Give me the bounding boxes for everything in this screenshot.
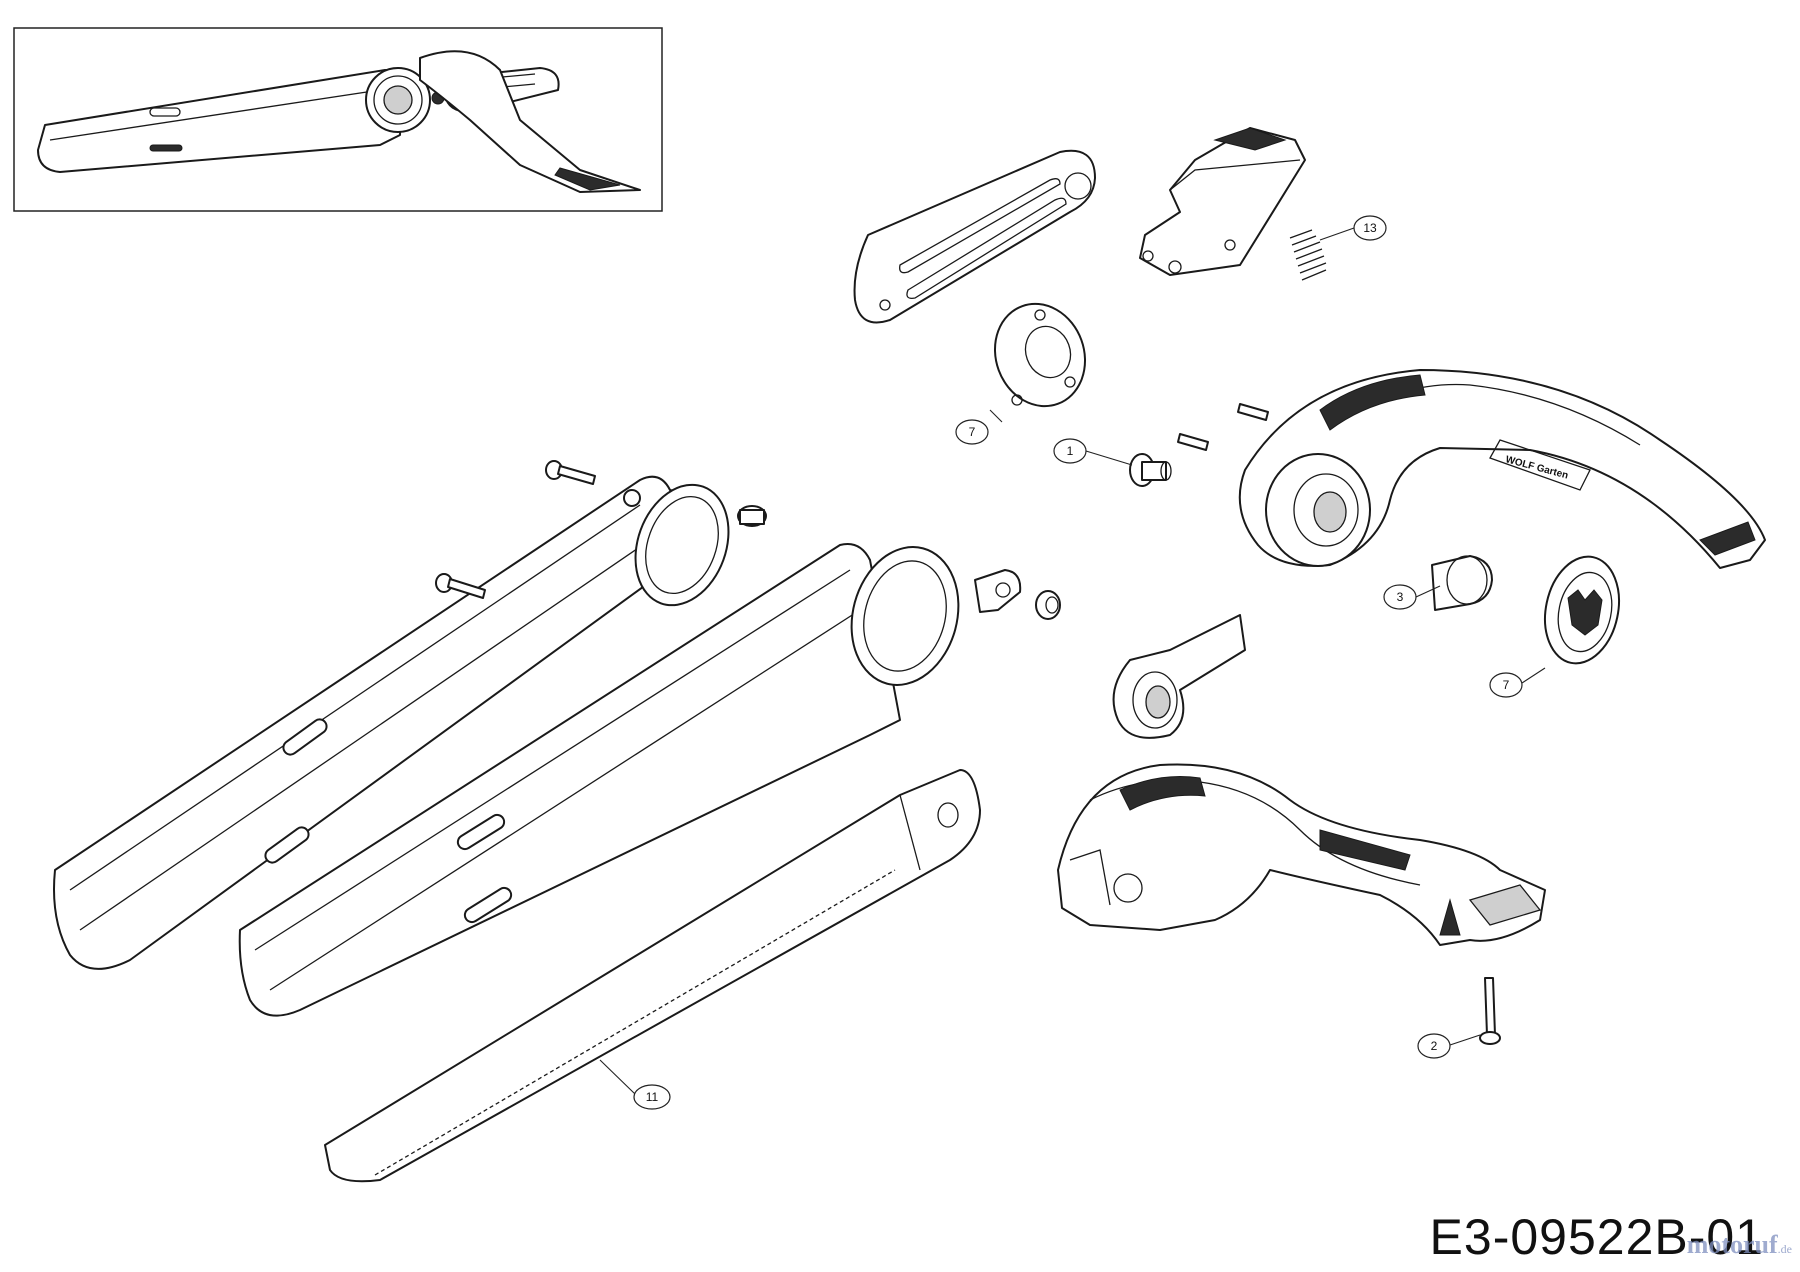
bolts xyxy=(435,460,596,599)
nut xyxy=(1129,453,1172,487)
watermark-suffix: .de xyxy=(1777,1242,1792,1256)
callout-3: 3 xyxy=(1383,584,1441,610)
callout-label: 13 xyxy=(1363,221,1377,235)
callout-label: 7 xyxy=(1503,678,1510,692)
screw xyxy=(1479,977,1501,1045)
svg-text:WOLF Garten: WOLF Garten xyxy=(1504,454,1569,481)
callout-13: 13 xyxy=(1319,215,1387,241)
cap xyxy=(1431,555,1493,611)
handle-grip xyxy=(1057,763,1546,946)
callout-7-upper: 7 xyxy=(955,409,1003,445)
diagram-code: E3-09522B-01 xyxy=(1429,1209,1764,1265)
callout-7-lower: 7 xyxy=(1489,667,1546,698)
pins xyxy=(1177,403,1269,451)
main-handle: WOLF Garten xyxy=(1238,369,1766,569)
overview-inset xyxy=(13,27,663,212)
callout-11: 11 xyxy=(599,1059,671,1110)
callout-label: 3 xyxy=(1397,590,1404,604)
callout-label: 7 xyxy=(969,425,976,439)
logo-badge xyxy=(1544,555,1620,665)
callout-1: 1 xyxy=(1053,438,1133,466)
bar-guard-front xyxy=(238,543,1061,1017)
callout-label: 1 xyxy=(1067,444,1074,458)
watermark-text: motoruf xyxy=(1686,1230,1778,1259)
spring xyxy=(1289,229,1327,281)
callout-2: 2 xyxy=(1417,1033,1481,1059)
lever-plate xyxy=(1112,614,1246,739)
callout-label: 2 xyxy=(1431,1039,1438,1053)
clamp-body xyxy=(1139,127,1306,276)
callout-label: 11 xyxy=(646,1090,659,1104)
slotted-cover-plate xyxy=(853,149,1096,324)
washer-ring xyxy=(993,302,1087,408)
bar-guard-rear xyxy=(53,475,767,970)
watermark: motoruf.de xyxy=(1687,1230,1792,1260)
saw-blade xyxy=(324,769,981,1183)
